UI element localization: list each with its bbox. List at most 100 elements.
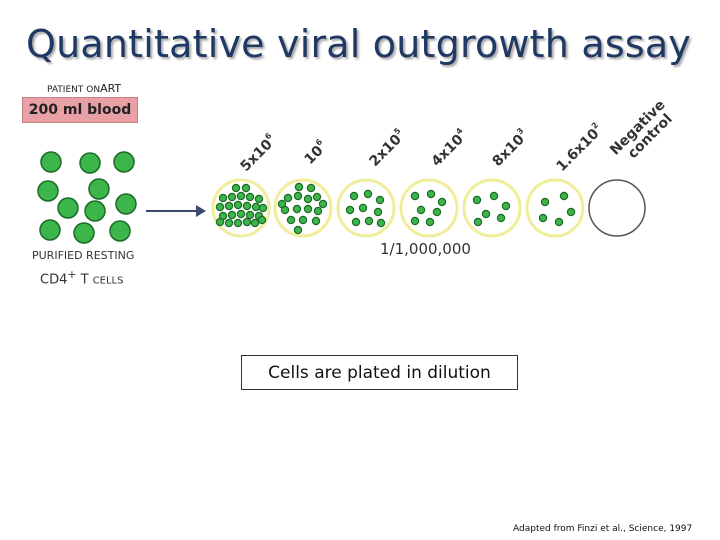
- well-label: 106: [300, 137, 331, 168]
- cell-large: [73, 222, 95, 244]
- well: [211, 178, 271, 238]
- well-cell: [245, 210, 255, 220]
- well: [588, 179, 646, 237]
- well-cell: [364, 216, 374, 226]
- well-cell: [254, 194, 264, 204]
- well-cell: [432, 207, 442, 217]
- well-cell: [236, 209, 246, 219]
- well-cell: [473, 217, 483, 227]
- well-cell: [233, 218, 243, 228]
- well-cell: [426, 189, 436, 199]
- dilution-callout-label: Cells are plated in dilution: [268, 362, 491, 383]
- well-cell: [292, 204, 302, 214]
- well-cell: [311, 216, 321, 226]
- well-ring: [525, 178, 585, 238]
- well-label-text: 5x106: [236, 131, 280, 175]
- well-ring: [588, 179, 646, 237]
- cd4-cells: CELLS: [92, 275, 124, 287]
- well-label-text: 1.6x102: [552, 120, 606, 174]
- well-cell: [251, 202, 261, 212]
- well-label: 5x106: [236, 131, 280, 175]
- well-cell: [410, 191, 420, 201]
- well-label-exponent: 6: [263, 131, 274, 142]
- well: [525, 178, 585, 238]
- well-cell: [410, 216, 420, 226]
- well-cell: [227, 210, 237, 220]
- well-ring: [399, 178, 459, 238]
- well: [273, 178, 333, 238]
- well: [336, 178, 396, 238]
- well-cell: [250, 218, 260, 228]
- well: [399, 178, 459, 238]
- cd4-plus: +: [67, 268, 77, 281]
- well-cell: [313, 206, 323, 216]
- well-cell: [312, 192, 322, 202]
- well-label-text: 8x103: [488, 126, 532, 170]
- well-cell: [245, 192, 255, 202]
- blood-volume-label: 200 ml blood: [28, 102, 132, 118]
- well-cell: [559, 191, 569, 201]
- well-cell: [358, 203, 368, 213]
- resting-cells-label: PURIFIED RESTING: [32, 249, 135, 262]
- well-cell: [349, 191, 359, 201]
- well-cell: [258, 203, 268, 213]
- well-ring: [462, 178, 522, 238]
- well-label-text: 4x104: [427, 126, 471, 170]
- well-cell: [345, 205, 355, 215]
- well-cell: [566, 207, 576, 217]
- well-cell: [294, 182, 304, 192]
- blood-volume-box: 200 ml blood: [22, 97, 138, 123]
- well-cell: [318, 199, 328, 209]
- well-label-exponent: 2: [590, 120, 600, 130]
- patient-label-text: PATIENT ON: [47, 85, 101, 95]
- patient-label-art: ART: [100, 82, 122, 95]
- well-cell: [416, 205, 426, 215]
- well-label-exponent: 5: [392, 126, 403, 137]
- cell-cluster: [37, 151, 137, 244]
- well-label-exponent: 4: [454, 126, 465, 137]
- well-cell: [554, 217, 564, 227]
- well-label: 4x104: [427, 126, 471, 170]
- well-cell: [351, 217, 361, 227]
- well-cell: [241, 183, 251, 193]
- well-label-exponent: 3: [515, 126, 525, 136]
- source-citation: Adapted from Finzi et al., Science, 1997: [513, 524, 693, 534]
- well-label-text: 106: [300, 137, 331, 168]
- cd4-label: CD4+ T CELLS: [40, 268, 123, 287]
- well-cell: [286, 215, 296, 225]
- cell-large: [37, 180, 59, 202]
- cell-large: [39, 219, 61, 241]
- well-cell: [236, 191, 246, 201]
- cell-large: [109, 220, 131, 242]
- cell-large: [40, 151, 62, 173]
- well-cell: [215, 202, 225, 212]
- well-cell: [501, 201, 511, 211]
- well-cell: [231, 183, 241, 193]
- well-cell: [215, 217, 225, 227]
- well-cell: [489, 191, 499, 201]
- cd4-text: CD4: [40, 272, 68, 288]
- cd4-t: T: [76, 272, 93, 288]
- well-row: [211, 178, 646, 238]
- well-cell: [496, 213, 506, 223]
- cell-large: [57, 197, 79, 219]
- well-label: 1.6x102: [552, 120, 606, 174]
- well-label: 8x103: [488, 126, 532, 170]
- well-label-text: 2x105: [365, 126, 409, 170]
- cell-large: [113, 151, 135, 173]
- well-cell: [425, 217, 435, 227]
- well-cell: [373, 207, 383, 217]
- well-cell: [437, 197, 447, 207]
- well-cell: [277, 199, 287, 209]
- well-cell: [538, 213, 548, 223]
- well-cell: [303, 194, 313, 204]
- well-cell: [306, 183, 316, 193]
- well-cell: [293, 191, 303, 201]
- well-cell: [233, 200, 243, 210]
- well-cell: [481, 209, 491, 219]
- well-cell: [242, 201, 252, 211]
- well: [462, 178, 522, 238]
